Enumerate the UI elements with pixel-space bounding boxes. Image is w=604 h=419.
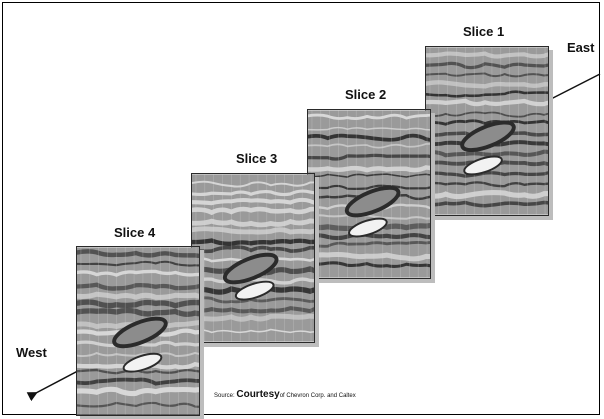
east-label: East — [567, 40, 594, 55]
source-credit: Source: Courtesyof Chevron Corp. and Cal… — [214, 389, 356, 400]
slice-2-label: Slice 2 — [345, 87, 386, 102]
west-label: West — [16, 345, 47, 360]
slice-4-label: Slice 4 — [114, 225, 155, 240]
slice-2-image — [307, 109, 431, 279]
source-emphasis: Courtesy — [236, 389, 279, 400]
slice-1-image — [425, 46, 549, 216]
source-prefix: Source: — [214, 393, 235, 399]
slice-3-image — [191, 173, 315, 343]
source-rest: of Chevron Corp. and Caltex — [280, 393, 356, 399]
slice-3-label: Slice 3 — [236, 151, 277, 166]
slice-1-label: Slice 1 — [463, 24, 504, 39]
slice-4-image — [76, 246, 200, 416]
